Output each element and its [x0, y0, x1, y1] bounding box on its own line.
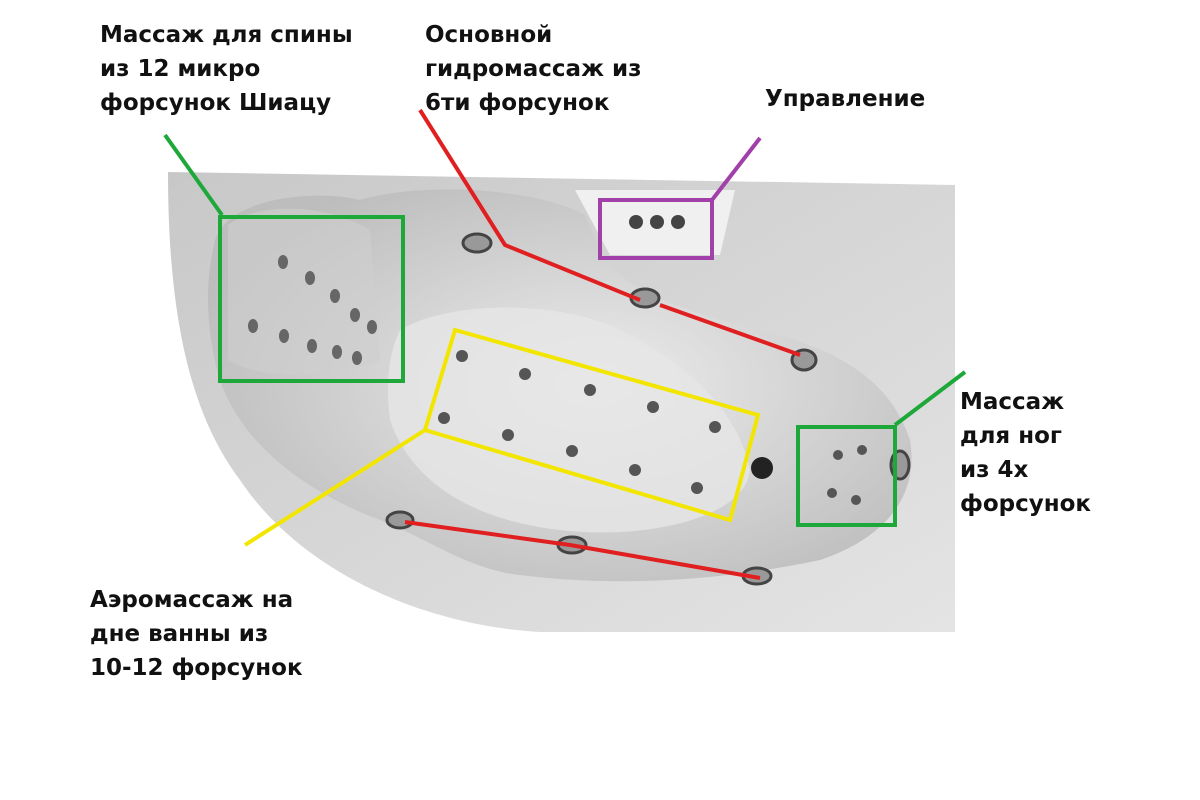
tub-seat [388, 307, 750, 533]
aero-massage-label: Аэромассаж на дне ванны из 10-12 форсуно… [90, 583, 303, 685]
aero-jets [438, 350, 721, 494]
label-line: форсунок [960, 491, 1092, 517]
control-label: Управление [765, 82, 925, 116]
foot-massage-box [796, 425, 897, 527]
main-hydro-label: Основной гидромассаж из 6ти форсунок [425, 18, 641, 120]
aero-pointer [243, 428, 427, 547]
foot-jets [827, 445, 867, 505]
label-line: из 4х [960, 457, 1029, 483]
label-line: дне ванны из [90, 621, 269, 647]
label-line: Массаж для спины [100, 22, 353, 48]
back-massage-label: Массаж для спины из 12 микро форсунок Ши… [100, 18, 353, 120]
label-line: форсунок Шиацу [100, 90, 332, 116]
drain [751, 457, 773, 479]
aero-massage-box [422, 327, 761, 523]
headrest [228, 208, 380, 375]
foot-massage-label: Массаж для ног из 4х форсунок [960, 385, 1091, 521]
label-line: Основной [425, 22, 553, 48]
label-line: Массаж [960, 389, 1065, 415]
control-pointer [710, 136, 762, 202]
label-line: Управление [765, 86, 926, 112]
label-line: 6ти форсунок [425, 90, 610, 116]
hydro-line-right [659, 303, 801, 357]
label-line: Аэромассаж на [90, 587, 294, 613]
label-line: для ног [960, 423, 1062, 449]
hydro-pointer-top [418, 108, 641, 302]
label-line: гидромассаж из [425, 56, 642, 82]
foot-pointer [893, 370, 967, 427]
back-jets [248, 255, 377, 365]
back-massage-box [218, 215, 405, 383]
hydro-line-bottom [404, 520, 761, 580]
label-line: 10-12 форсунок [90, 655, 303, 681]
label-line: из 12 микро [100, 56, 261, 82]
back-massage-pointer [163, 133, 224, 217]
control-buttons [629, 215, 685, 229]
control-box [598, 198, 714, 260]
